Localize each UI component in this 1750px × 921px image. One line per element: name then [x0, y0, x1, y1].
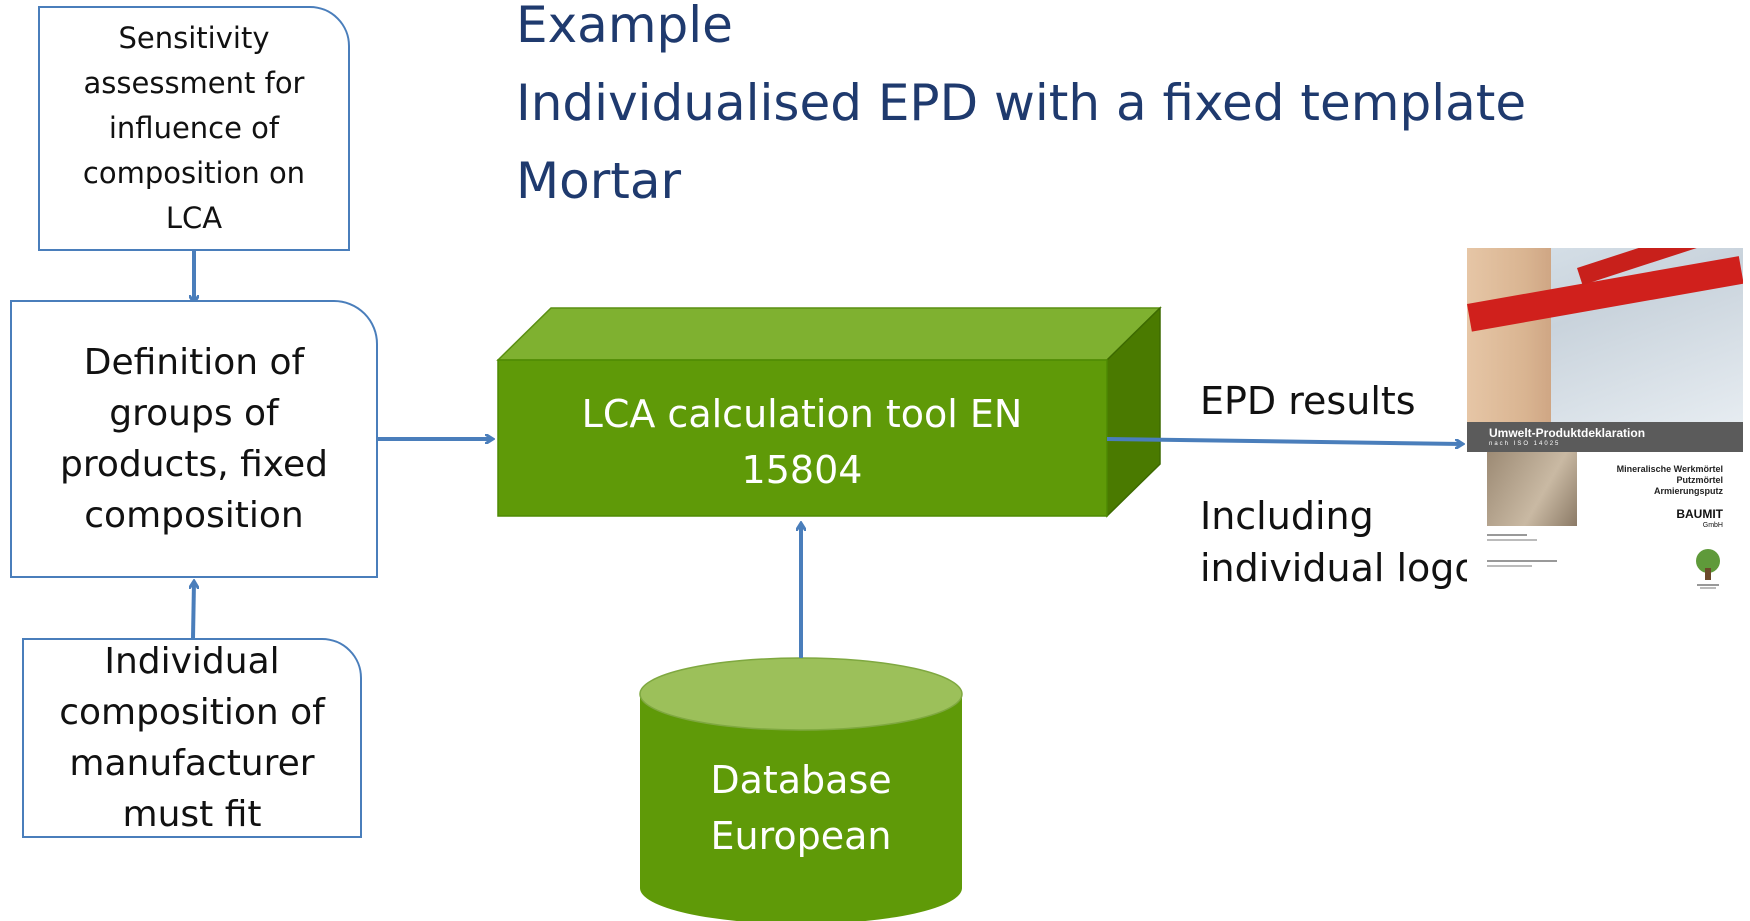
- box-text-line: must fit: [122, 794, 262, 835]
- database-line1: Database: [710, 758, 892, 802]
- individual-composition-box: Individual composition of manufacturer m…: [22, 638, 362, 838]
- database-line2: European: [710, 814, 892, 858]
- box-text-line: composition on: [82, 156, 306, 190]
- title-line-material: Mortar: [516, 152, 682, 210]
- epd-document-cover: Umwelt-Produktdeklaration nach ISO 14025…: [1467, 248, 1743, 600]
- box-text-line: composition: [84, 495, 304, 536]
- arrow-individual-to-definition: [193, 582, 194, 639]
- box-text-line: LCA: [165, 201, 223, 235]
- box-text-line: Definition of: [83, 342, 305, 383]
- cover-product: Mineralische Werkmörtel: [1616, 464, 1723, 474]
- logo-note-line1: Including: [1200, 494, 1374, 538]
- box-text-line: composition of: [59, 692, 325, 733]
- cover-product: Armierungsputz: [1653, 486, 1723, 496]
- slide-title: Example Individualised EPD with a fixed …: [516, 0, 1526, 220]
- box-text-line: Individual: [104, 641, 280, 682]
- sensitivity-assessment-box: Sensitivity assessment for influence of …: [38, 6, 350, 251]
- lca-tool-label: LCA calculation tool EN 15804: [498, 386, 1106, 506]
- cover-declaration-details: [1487, 534, 1607, 541]
- database-top: [639, 657, 963, 731]
- database-label: Database European: [640, 752, 962, 864]
- box-text-line: products, fixed: [60, 444, 328, 485]
- cover-heading-bar: Umwelt-Produktdeklaration nach ISO 14025: [1467, 422, 1743, 452]
- cover-brand: BAUMIT GmbH: [1676, 508, 1723, 532]
- title-line-subject: Individualised EPD with a fixed template: [516, 74, 1527, 132]
- cover-brand-sub: GmbH: [1702, 522, 1723, 529]
- cover-brand-name: BAUMIT: [1676, 507, 1723, 521]
- box-text-line: influence of: [108, 111, 280, 145]
- cover-photo: [1467, 248, 1743, 422]
- lca-tool-line1: LCA calculation tool EN: [581, 392, 1023, 436]
- cover-product-list: Mineralische Werkmörtel Putzmörtel Armie…: [1573, 464, 1723, 497]
- box-text-line: Sensitivity: [118, 21, 270, 55]
- product-groups-definition-box: Definition of groups of products, fixed …: [10, 300, 378, 578]
- lca-box-top: [496, 307, 1162, 361]
- box-text-line: assessment for: [83, 66, 305, 100]
- box-text-line: manufacturer: [69, 743, 315, 784]
- database-body: [640, 694, 962, 921]
- cover-product: Putzmörtel: [1676, 475, 1723, 485]
- box-text-line: groups of: [109, 393, 279, 434]
- lca-tool-line2: 15804: [741, 448, 863, 492]
- cover-photo-face: [1467, 248, 1551, 422]
- arrow-lca-to-epd: [1106, 437, 1462, 444]
- tree-logo-icon: [1696, 549, 1720, 589]
- lca-box-front: [497, 359, 1108, 517]
- cover-thumbnail: [1487, 452, 1577, 526]
- title-line-example: Example: [516, 0, 733, 54]
- cover-subheading: nach ISO 14025: [1489, 441, 1561, 447]
- cover-publisher-details: [1487, 560, 1607, 567]
- cover-heading: Umwelt-Produktdeklaration: [1489, 426, 1646, 440]
- epd-results-label: EPD results: [1200, 379, 1416, 423]
- individual-logo-note: Including individual logo: [1200, 490, 1478, 594]
- logo-note-line2: individual logo: [1200, 546, 1478, 590]
